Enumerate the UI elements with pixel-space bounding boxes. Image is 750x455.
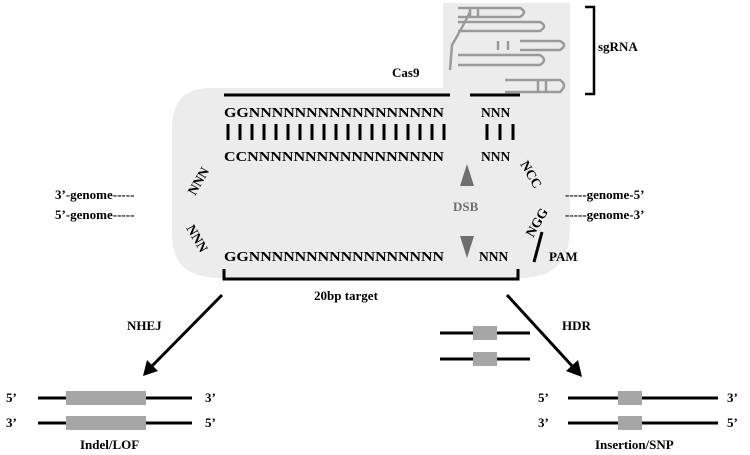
lower-strand-nnn: NNN — [479, 249, 508, 264]
nhej-arrowhead — [143, 360, 158, 376]
dsb-label: DSB — [453, 199, 479, 214]
nhej-three-prime-bottom-left: 3’ — [6, 415, 17, 430]
cas9-label: Cas9 — [392, 65, 420, 80]
pam-label: PAM — [549, 249, 578, 264]
base-pair-ticks — [226, 124, 515, 140]
top-strand-nnn: NNN — [481, 105, 510, 120]
sgrna-hairpin — [448, 6, 566, 94]
dsb-arrow-down — [460, 236, 474, 258]
lower-strand-sequence: GGNNNNNNNNNNNNNNNNN — [224, 249, 444, 264]
genome-three-prime-right: -----genome-3’ — [565, 207, 644, 222]
nhej-five-prime-bottom-right: 5’ — [205, 415, 216, 430]
bottom-strand-sequence: CCNNNNNNNNNNNNNNNNN — [224, 149, 444, 164]
donor-template — [440, 326, 530, 366]
nhej-label: NHEJ — [127, 318, 162, 333]
insertion-label: Insertion/SNP — [595, 437, 674, 452]
nhej-three-prime-top-right: 3’ — [205, 390, 216, 405]
nhej-arrow-line — [150, 293, 224, 368]
cas9-complex — [172, 3, 570, 278]
pam-bracket — [532, 231, 544, 263]
top-strand-sequence: GGNNNNNNNNNNNNNNNNN — [224, 105, 444, 120]
bottom-strand-nnn: NNN — [481, 149, 510, 164]
target-label: 20bp target — [314, 288, 379, 303]
hdr-five-prime-bottom-right: 5’ — [727, 415, 738, 430]
hdr-label: HDR — [562, 318, 592, 333]
hdr-arrowhead — [566, 360, 582, 377]
five-prime-genome-left: 5’-genome----- — [55, 207, 134, 222]
hdr-three-prime-top-right: 3’ — [727, 390, 738, 405]
indel-label: Indel/LOF — [80, 437, 139, 452]
nhej-five-prime-top-left: 5’ — [6, 390, 17, 405]
three-prime-genome-left: 3’-genome----- — [55, 187, 134, 202]
sgrna-bracket — [585, 5, 596, 96]
genome-five-prime-right: -----genome-5’ — [565, 187, 644, 202]
hdr-five-prime-top-left: 5’ — [538, 390, 549, 405]
target-bracket — [222, 269, 520, 281]
hdr-three-prime-bottom-left: 3’ — [538, 415, 549, 430]
hdr-arrow-line — [505, 293, 575, 369]
dsb-arrow-up — [460, 164, 474, 186]
hdr-product — [568, 391, 718, 430]
sgrna-label: sgRNA — [598, 39, 638, 54]
nhej-product — [38, 391, 192, 430]
